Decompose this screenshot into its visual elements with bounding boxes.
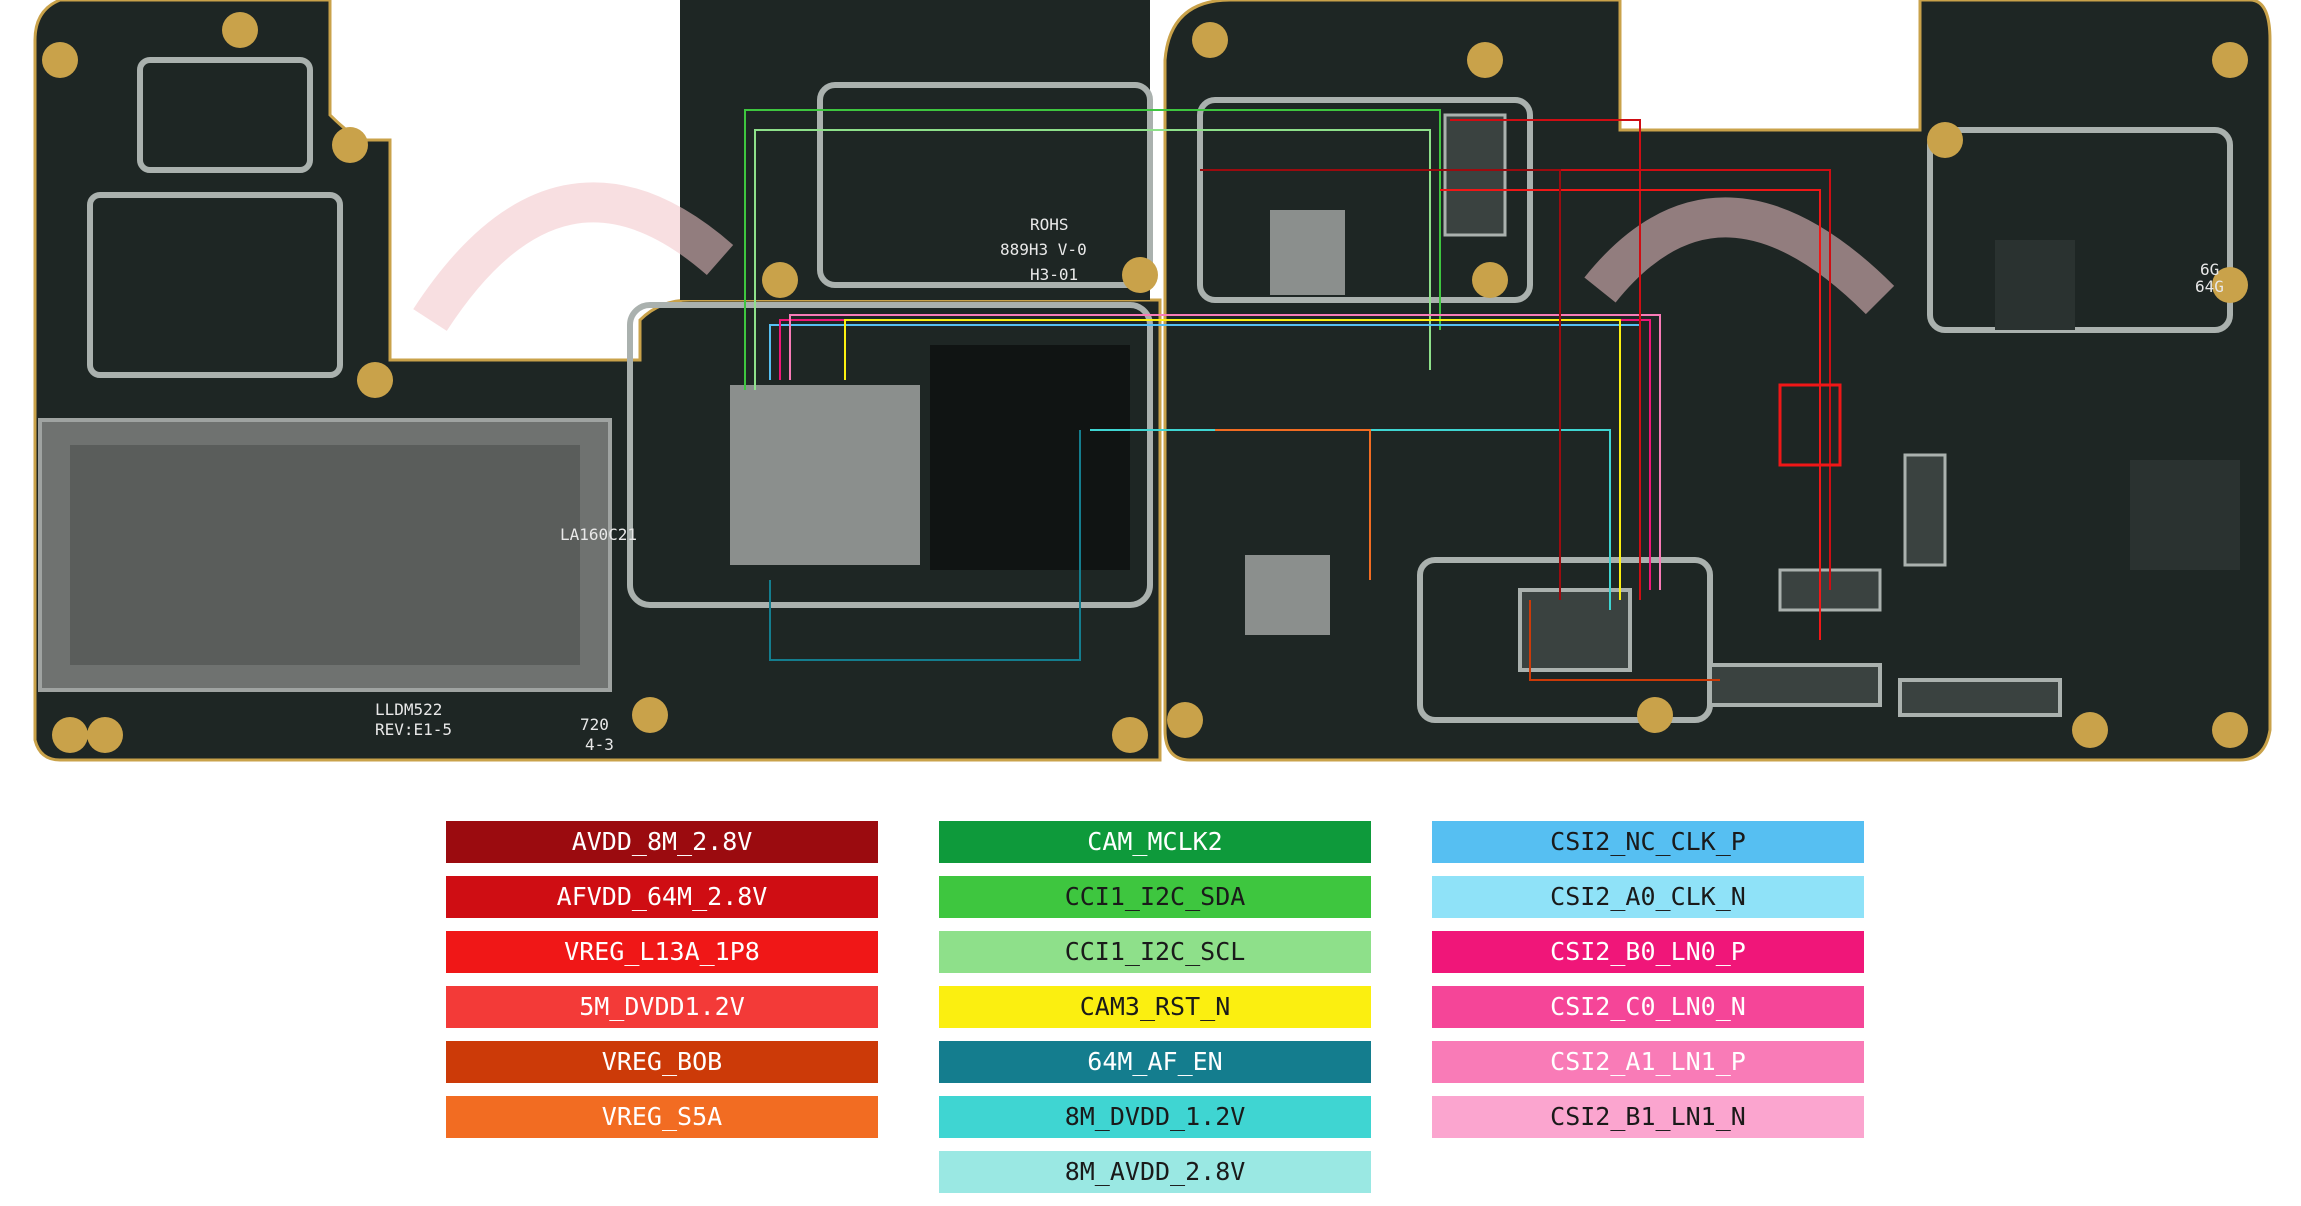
rf-shield bbox=[1197, 97, 1533, 303]
legend-item: VREG_S5A bbox=[446, 1096, 878, 1138]
sim-card-slot bbox=[70, 445, 580, 665]
fpc-connector bbox=[1708, 663, 1882, 707]
mounting-holes bbox=[42, 12, 2248, 753]
silkscreen-label: 6G bbox=[2200, 260, 2219, 279]
legend-item: CSI2_B0_LN0_P bbox=[1432, 931, 1864, 973]
legend-item: 64M_AF_EN bbox=[939, 1041, 1371, 1083]
pcb-right-board bbox=[1163, 0, 2272, 762]
wifi-chip bbox=[1995, 240, 2075, 330]
legend-item: AVDD_8M_2.8V bbox=[446, 821, 878, 863]
legend-item: 8M_AVDD_2.8V bbox=[939, 1151, 1371, 1193]
silkscreen-label: LLDM522 bbox=[375, 700, 442, 719]
rf-shield bbox=[1927, 127, 2233, 333]
trace-line bbox=[844, 319, 1621, 600]
rf-shield bbox=[627, 302, 1153, 608]
silkscreen-label: 64G bbox=[2195, 277, 2224, 296]
pmic-chip bbox=[1270, 210, 1345, 295]
legend-item: CCI1_I2C_SCL bbox=[939, 931, 1371, 973]
legend-item: CAM_MCLK2 bbox=[939, 821, 1371, 863]
silkscreen-label: LA160C21 bbox=[560, 525, 637, 544]
trace-line bbox=[789, 314, 1661, 590]
pcb-board-photo: ROHS 889H3 V-0 H3-01 LA160C21 LLDM522 RE… bbox=[33, 0, 2272, 762]
legend-item: 5M_DVDD1.2V bbox=[446, 986, 878, 1028]
legend-item: VREG_L13A_1P8 bbox=[446, 931, 878, 973]
legend-item: CSI2_A0_CLK_N bbox=[1432, 876, 1864, 918]
side-connector bbox=[1903, 453, 1947, 567]
display-connector bbox=[1443, 113, 1507, 237]
legend-item: CSI2_A1_LN1_P bbox=[1432, 1041, 1864, 1083]
silkscreen-label: REV:E1-5 bbox=[375, 720, 452, 739]
trace-line bbox=[1200, 169, 1561, 600]
rf-shield bbox=[1417, 557, 1713, 723]
pcb-left-camera-module bbox=[680, 0, 1150, 300]
trace-line bbox=[1450, 119, 1641, 600]
trace-line bbox=[1440, 189, 1821, 640]
trace-line bbox=[744, 109, 1441, 390]
rf-shield bbox=[817, 82, 1153, 288]
rf-shield bbox=[137, 57, 313, 173]
watermark-arc bbox=[1584, 197, 1895, 315]
pcb-board-svg: ROHS 889H3 V-0 H3-01 LA160C21 LLDM522 RE… bbox=[33, 0, 2272, 762]
legend-column-power: AVDD_8M_2.8V AFVDD_64M_2.8V VREG_L13A_1P8 5… bbox=[446, 821, 878, 1151]
legend-item: AFVDD_64M_2.8V bbox=[446, 876, 878, 918]
audio-chip bbox=[1245, 555, 1330, 635]
memory-chip bbox=[930, 345, 1130, 570]
silkscreen-label: 889H3 V-0 bbox=[1000, 240, 1087, 259]
legend-item: VREG_BOB bbox=[446, 1041, 878, 1083]
camera-connector bbox=[1518, 588, 1632, 672]
fpc-connector bbox=[1898, 678, 2062, 717]
legend-item: CSI2_B1_LN1_N bbox=[1432, 1096, 1864, 1138]
silkscreen-label: ROHS bbox=[1030, 215, 1069, 234]
legend-item: CSI2_NC_CLK_P bbox=[1432, 821, 1864, 863]
trace-line bbox=[754, 129, 1431, 390]
soc-chip bbox=[730, 385, 920, 565]
trace-line bbox=[1529, 600, 1720, 681]
aux-chip bbox=[2130, 460, 2240, 570]
highlight-box bbox=[1778, 383, 1842, 467]
silkscreen-label: H3-01 bbox=[1030, 265, 1078, 284]
legend-column-csi: CSI2_NC_CLK_P CSI2_A0_CLK_N CSI2_B0_LN0_P C… bbox=[1432, 821, 1864, 1151]
legend-item: CAM3_RST_N bbox=[939, 986, 1371, 1028]
watermark-arc bbox=[413, 182, 734, 331]
signal-traces bbox=[744, 109, 1831, 681]
trace-line bbox=[1215, 429, 1371, 580]
legend-item: CSI2_C0_LN0_N bbox=[1432, 986, 1864, 1028]
trace-line bbox=[769, 430, 1081, 661]
rf-shield bbox=[87, 192, 343, 378]
silkscreen-label: 720 bbox=[580, 715, 609, 734]
silkscreen-label: 4-3 bbox=[585, 735, 614, 754]
legend-item: 8M_DVDD_1.2V bbox=[939, 1096, 1371, 1138]
legend-item: CCI1_I2C_SDA bbox=[939, 876, 1371, 918]
